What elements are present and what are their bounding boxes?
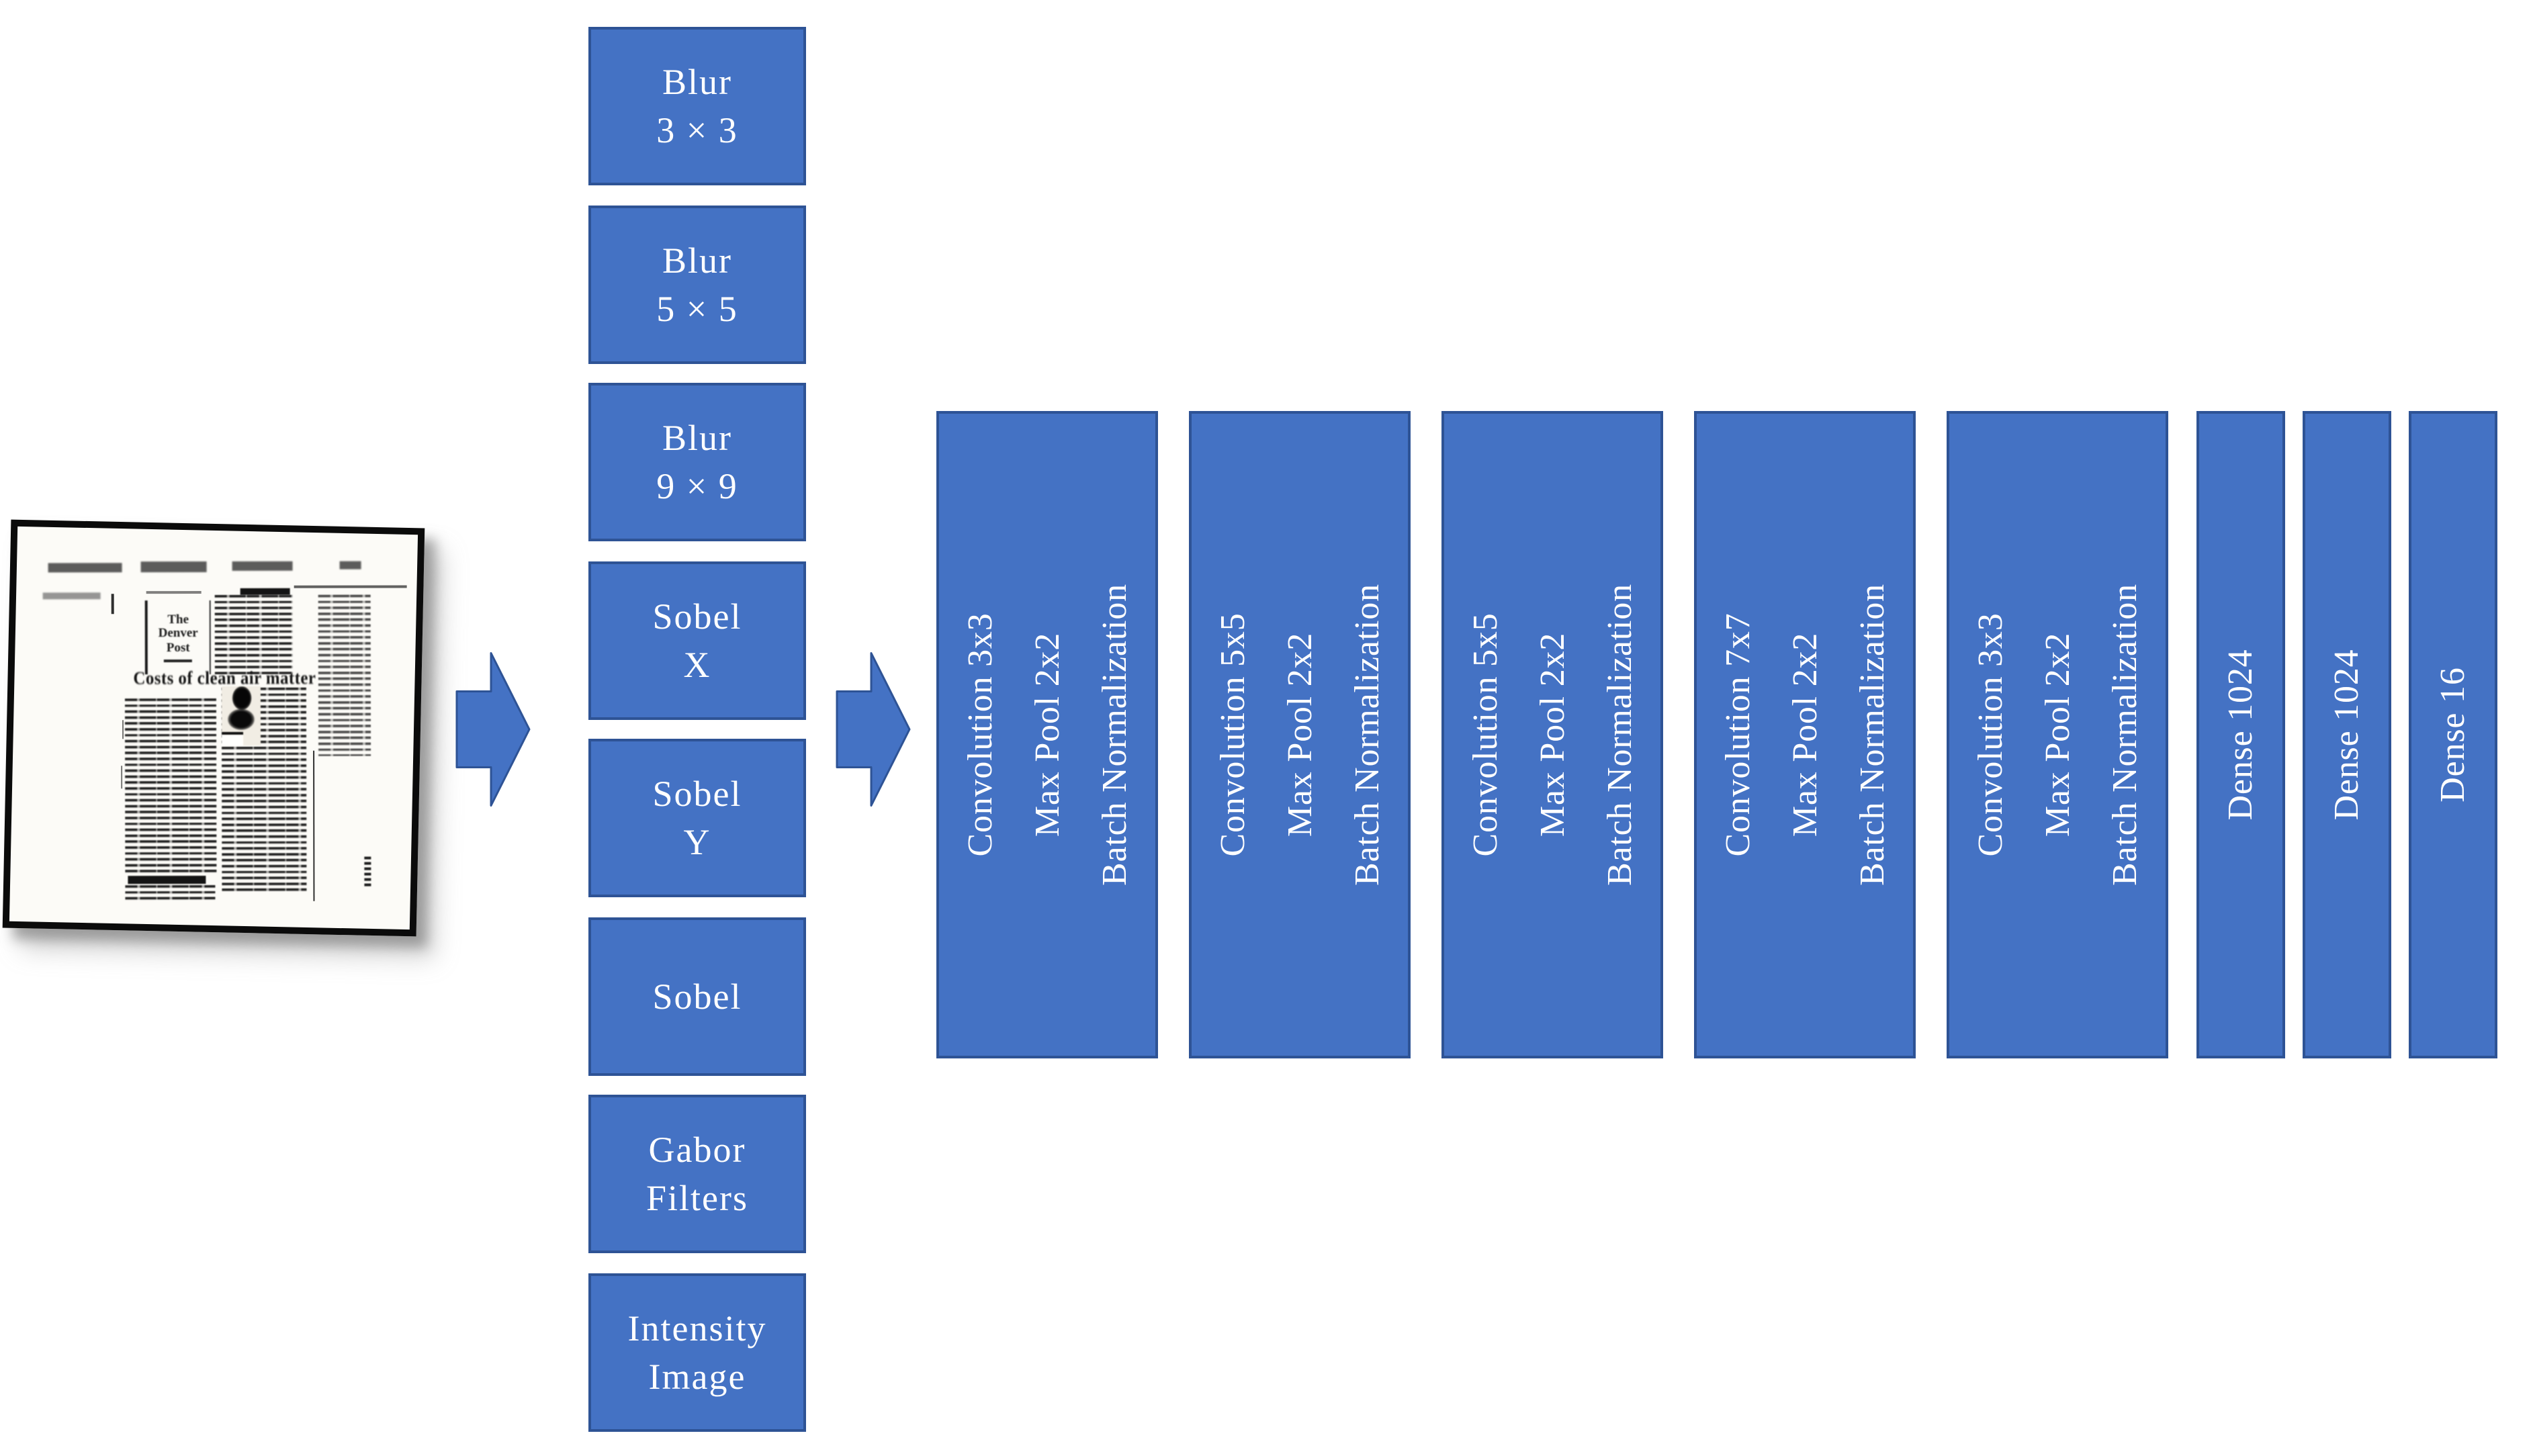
fact-box-text xyxy=(215,596,294,675)
batchnorm-line: Batch Normalization xyxy=(2104,584,2143,886)
thin-rule xyxy=(147,591,202,595)
batchnorm-line: Batch Normalization xyxy=(1347,584,1386,886)
filter-box-label: Gabor xyxy=(648,1130,746,1170)
dense-block-3: Dense 16 xyxy=(2409,411,2497,1058)
right-arrow-icon-2 xyxy=(836,652,911,807)
conv-block-3: Convolution 5x5 Max Pool 2x2 Batch Norma… xyxy=(1441,411,1663,1058)
conv-block-1: Convolution 3x3 Max Pool 2x2 Batch Norma… xyxy=(936,411,1158,1058)
newsprint-column-left-tail xyxy=(126,886,216,903)
conv-line: Convolution 3x3 xyxy=(960,612,999,857)
filter-box-blur-3x3: Blur 3 × 3 xyxy=(588,27,806,185)
conv-block-label: Convolution 5x5 Max Pool 2x2 Batch Norma… xyxy=(1199,419,1401,1050)
conv-line: Convolution 5x5 xyxy=(1212,612,1251,857)
filter-box-blur-5x5: Blur 5 × 5 xyxy=(588,206,806,364)
masthead-box: The Denver Post xyxy=(144,601,212,676)
filter-box-label: Filters xyxy=(646,1178,748,1218)
filter-box-gabor-filters: Gabor Filters xyxy=(588,1095,806,1253)
newspaper-scan-content: The Denver Post Costs of clean air matte… xyxy=(19,536,408,919)
filter-box-label: 5 × 5 xyxy=(656,289,738,329)
conv-block-5: Convolution 3x3 Max Pool 2x2 Batch Norma… xyxy=(1947,411,2168,1058)
filter-box-intensity-image: Intensity Image xyxy=(588,1273,806,1432)
maxpool-line: Max Pool 2x2 xyxy=(1027,632,1066,837)
batchnorm-line: Batch Normalization xyxy=(1852,584,1891,886)
dense-block-label: Dense 1024 xyxy=(2221,649,2260,821)
filter-box-label: Intensity xyxy=(627,1308,767,1349)
conv-block-label: Convolution 3x3 Max Pool 2x2 Batch Norma… xyxy=(946,419,1148,1050)
right-arrow-icon-1 xyxy=(455,652,531,807)
dense-block-label: Dense 16 xyxy=(2433,667,2472,803)
dense-block-2: Dense 1024 xyxy=(2303,411,2391,1058)
filter-box-label: 3 × 3 xyxy=(656,110,738,150)
masthead-underline xyxy=(164,660,193,663)
photo-halftone-portrait xyxy=(222,686,262,747)
maxpool-line: Max Pool 2x2 xyxy=(2037,632,2076,837)
margin-tick xyxy=(122,766,124,790)
column-vertical-rule xyxy=(313,750,316,903)
maxpool-line: Max Pool 2x2 xyxy=(1785,632,1824,837)
margin-tick xyxy=(122,720,125,740)
batchnorm-line: Batch Normalization xyxy=(1094,584,1133,886)
conv-block-label: Convolution 3x3 Max Pool 2x2 Batch Norma… xyxy=(1957,419,2158,1050)
bold-rule xyxy=(240,589,292,595)
page-header-text-smudge xyxy=(48,563,123,574)
filter-box-label: Sobel xyxy=(652,976,742,1017)
filter-box-label: Sobel xyxy=(652,774,742,814)
conv-line: Convolution 7x7 xyxy=(1718,612,1757,857)
filter-box-label: X xyxy=(683,645,711,685)
photo-caption-notch xyxy=(222,732,245,747)
page-header-text-smudge xyxy=(142,562,208,573)
filter-box-label: Blur xyxy=(662,240,732,281)
conv-block-2: Convolution 5x5 Max Pool 2x2 Batch Norma… xyxy=(1189,411,1411,1058)
page-header-text-smudge xyxy=(340,561,362,570)
conv-line: Convolution 5x5 xyxy=(1465,612,1504,857)
conv-line: Convolution 3x3 xyxy=(1970,612,2009,857)
dense-block-1: Dense 1024 xyxy=(2196,411,2285,1058)
filter-box-sobel-x: Sobel X xyxy=(588,561,806,720)
maxpool-line: Max Pool 2x2 xyxy=(1532,632,1571,837)
newsprint-column-right xyxy=(318,595,371,757)
filter-box-label: 9 × 9 xyxy=(656,466,738,506)
filter-box-label: Blur xyxy=(662,62,732,102)
filter-box-sobel: Sobel xyxy=(588,917,806,1076)
conv-block-label: Convolution 7x7 Max Pool 2x2 Batch Norma… xyxy=(1704,419,1906,1050)
conv-block-4: Convolution 7x7 Max Pool 2x2 Batch Norma… xyxy=(1694,411,1916,1058)
filter-box-sobel-y: Sobel Y xyxy=(588,739,806,897)
filter-box-label: Sobel xyxy=(652,596,742,637)
newspaper-masthead: The Denver Post xyxy=(159,614,199,656)
thin-rule xyxy=(295,586,408,589)
filter-box-label: Blur xyxy=(662,418,732,458)
input-newspaper-image: The Denver Post Costs of clean air matte… xyxy=(2,519,425,937)
filter-box-blur-9x9: Blur 9 × 9 xyxy=(588,383,806,541)
dense-block-label: Dense 1024 xyxy=(2327,649,2366,821)
filter-box-label: Image xyxy=(648,1357,746,1397)
rule-tick xyxy=(112,594,115,615)
subheadline-smudge xyxy=(128,876,206,884)
maxpool-line: Max Pool 2x2 xyxy=(1280,632,1319,837)
page-header-text-smudge xyxy=(233,561,294,572)
batchnorm-line: Batch Normalization xyxy=(1599,584,1638,886)
newsprint-column-left xyxy=(126,699,217,874)
page-subheader-smudge xyxy=(43,592,102,600)
conv-block-label: Convolution 5x5 Max Pool 2x2 Batch Norma… xyxy=(1452,419,1653,1050)
filter-box-label: Y xyxy=(683,822,711,862)
margin-vertical-text-smudge xyxy=(365,854,372,887)
